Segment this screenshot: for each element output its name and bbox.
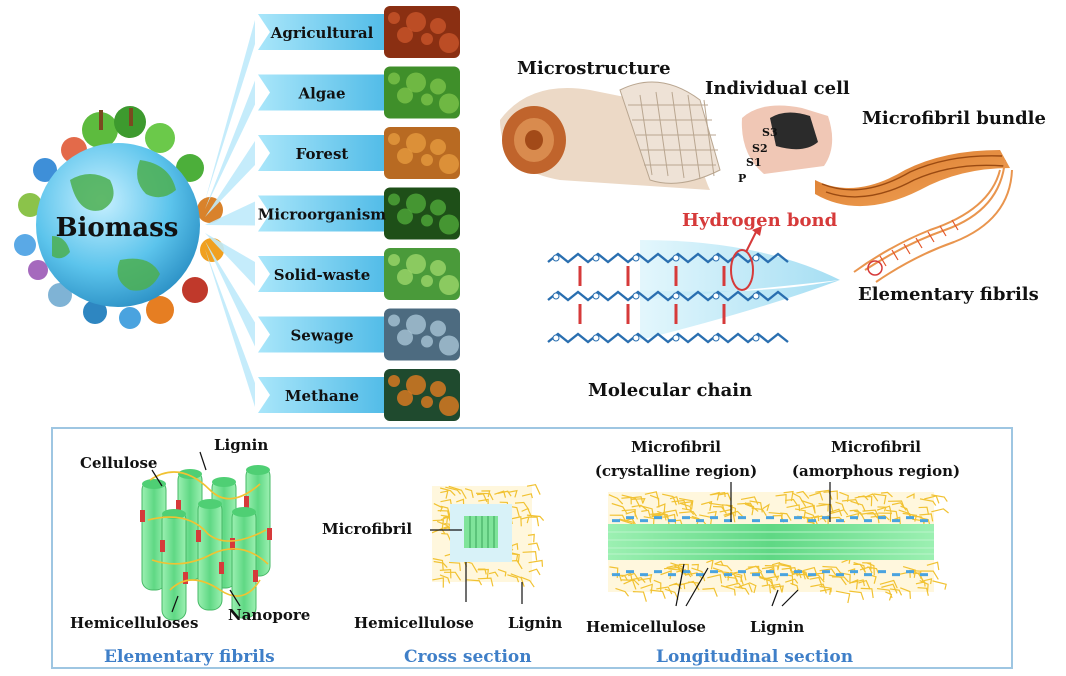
layer-s1-label: S1 <box>746 156 762 169</box>
hemicellulose-dashes <box>612 516 928 577</box>
source-label: Agricultural <box>270 24 374 42</box>
long-hemicellulose-label: Hemicellulose <box>586 618 706 636</box>
layer-s3-label: S3 <box>762 126 778 139</box>
source-algae: Algae <box>205 66 460 209</box>
amorphous-label-2: (amorphous region) <box>792 462 960 480</box>
microfibril-bundle-label: Microfibril bundle <box>862 108 1046 129</box>
elementary-fibrils-label: Elementary fibrils <box>858 284 1039 305</box>
source-label: Methane <box>285 387 359 405</box>
nanopore-label: Nanopore <box>228 606 310 624</box>
layer-p-label: P <box>738 172 746 185</box>
lignin-label-1: Lignin <box>214 436 268 454</box>
source-sewage: Sewage <box>205 241 460 361</box>
chain-row <box>547 252 789 286</box>
elementary-fibrils-caption: Elementary fibrils <box>104 647 275 667</box>
source-label: Forest <box>296 145 349 163</box>
molecular-chain-illustration <box>547 226 840 344</box>
source-agricultural: Agricultural <box>205 6 460 201</box>
source-label: Algae <box>297 85 345 103</box>
layer-s2-label: S2 <box>752 142 768 155</box>
source-label: Solid-waste <box>274 266 371 284</box>
crystalline-label-2: (crystalline region) <box>595 462 757 480</box>
cross-lignin-label: Lignin <box>508 614 562 632</box>
microfibril-label: Microfibril <box>322 520 412 538</box>
molecular-chain-label: Molecular chain <box>588 380 752 401</box>
chain-row <box>547 290 789 324</box>
fibril-cylinder <box>230 507 258 619</box>
fibril-cylinder <box>160 509 188 621</box>
chain-row <box>547 332 789 344</box>
crystalline-label-1: Microfibril <box>631 438 721 456</box>
source-methane: Methane <box>205 249 460 421</box>
bottom-panel-frame <box>51 427 1013 669</box>
cellulose-chains <box>547 252 789 344</box>
source-solid-waste: Solid-waste <box>205 233 460 300</box>
biomass-globe-group: Biomass <box>14 106 224 329</box>
hydrogen-bond-label: Hydrogen bond <box>682 210 838 231</box>
source-label: Microorganism <box>258 206 387 224</box>
source-label: Sewage <box>290 327 353 345</box>
longitudinal-section-panel: Microfibril (crystalline region) Microfi… <box>586 438 960 667</box>
cross-hemicellulose-label: Hemicellulose <box>354 614 474 632</box>
individual-cell-label: Individual cell <box>705 78 850 99</box>
cross-section-caption: Cross section <box>404 647 532 667</box>
microstructure-label: Microstructure <box>517 58 671 79</box>
elementary-fibrils-panel: Lignin Cellulose Hemicelluloses Nanopore… <box>70 436 310 667</box>
cellulose-label: Cellulose <box>80 454 157 472</box>
fibril-cylinders <box>140 465 272 621</box>
amorphous-label-1: Microfibril <box>831 438 921 456</box>
hemicelluloses-label: Hemicelluloses <box>70 614 198 632</box>
cross-section-panel: Microfibril Hemicellulose Lignin Cross s… <box>322 484 562 667</box>
microstructure-illustration: S3 S2 S1 P <box>500 81 1013 283</box>
source-microorganism: Microorganism <box>205 187 460 240</box>
biomass-center-label: Biomass <box>56 213 179 243</box>
biomass-sources: AgriculturalAlgaeForestMicroorganismSoli… <box>205 6 460 421</box>
source-forest: Forest <box>205 127 460 217</box>
longitudinal-section-caption: Longitudinal section <box>656 647 853 667</box>
hydrogen-bond-marker <box>730 249 754 291</box>
long-lignin-label: Lignin <box>750 618 804 636</box>
